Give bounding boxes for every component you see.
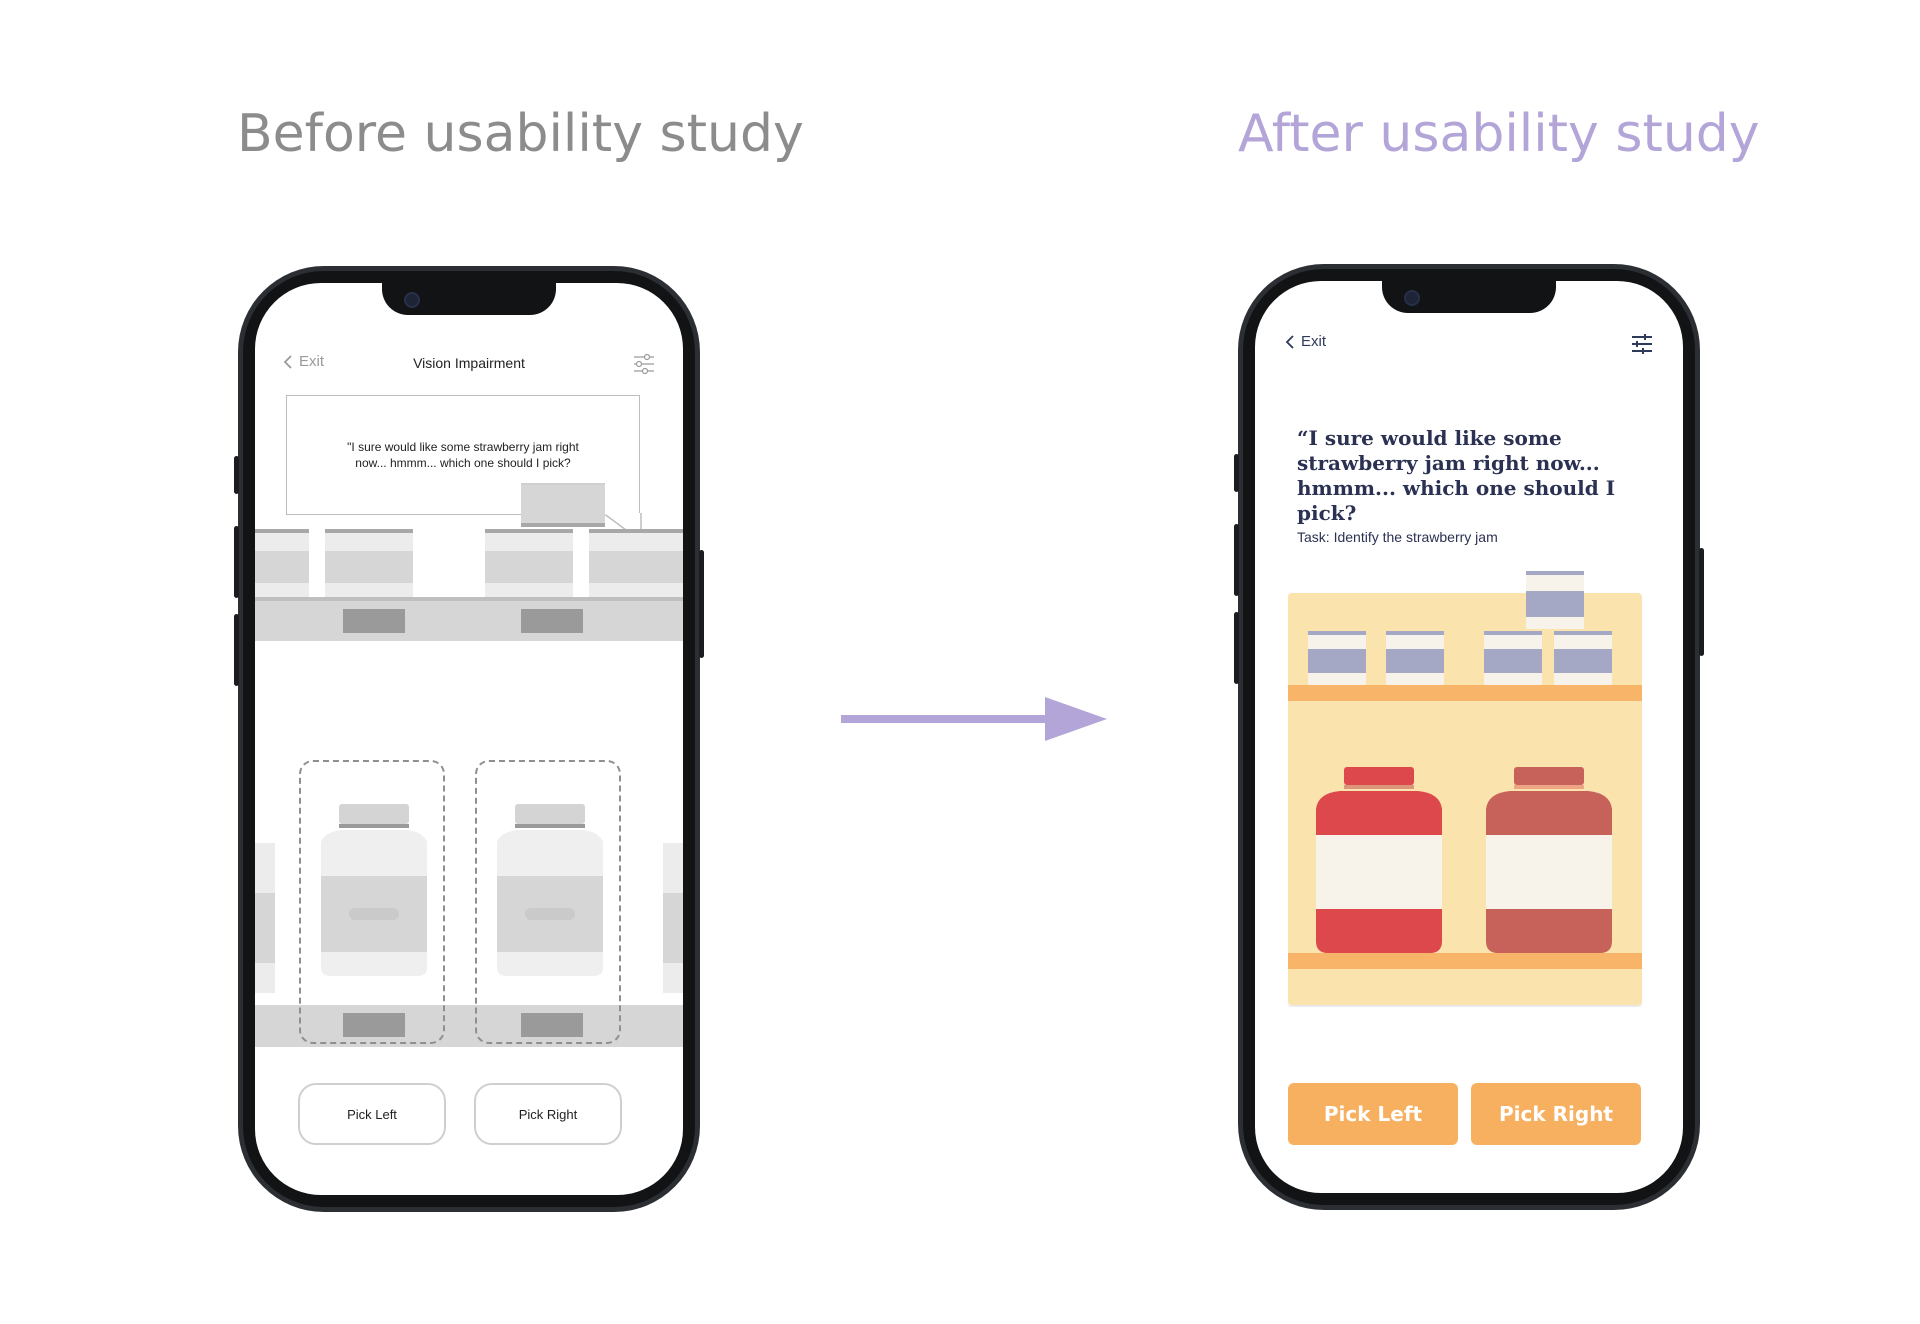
before-phone: Exit Vision Impairment "I sure would lik… [234,266,704,1212]
filter-sliders-icon[interactable] [633,353,655,375]
before-exit-button[interactable]: Exit [283,353,324,370]
left-jar-wireframe [321,804,427,976]
chevron-left-icon [1285,334,1294,349]
before-screen-title: Vision Impairment [413,355,525,371]
wireframe-top-shelf [255,483,683,643]
after-pick-right-button[interactable]: Pick Right [1471,1083,1641,1145]
after-exit-label: Exit [1301,333,1327,350]
right-jam-jar [1486,767,1612,953]
before-pick-right-button[interactable]: Pick Right [474,1083,622,1145]
before-pick-left-button[interactable]: Pick Left [298,1083,446,1145]
right-jar-wireframe [497,804,603,976]
quote-text: “I sure would like some strawberry jam r… [1297,426,1616,525]
wireframe-bottom-shelf [255,783,683,1063]
task-text: Task: Identify the strawberry jam [1297,529,1498,545]
left-jam-jar [1316,767,1442,953]
before-nav-bar: Exit Vision Impairment [255,353,683,377]
after-exit-button[interactable]: Exit [1285,333,1326,350]
jam-shelf-illustration [1288,571,1642,1005]
before-exit-label: Exit [299,353,325,370]
after-pick-left-button[interactable]: Pick Left [1288,1083,1458,1145]
before-heading: Before usability study [237,104,804,164]
left-jar-choice[interactable] [299,760,445,1044]
after-heading: After usability study [1238,104,1760,164]
right-jar-choice[interactable] [475,760,621,1044]
after-screen: Exit “I sure would like some strawberry … [1255,281,1683,1193]
menu-sliders-icon[interactable] [1631,333,1653,355]
after-phone: Exit “I sure would like some strawberry … [1234,264,1704,1210]
speech-bubble-text: "I sure would like some strawberry jam r… [347,440,579,470]
right-arrow-icon [841,697,1107,741]
before-screen: Exit Vision Impairment "I sure would lik… [255,283,683,1195]
chevron-left-icon [283,354,292,369]
